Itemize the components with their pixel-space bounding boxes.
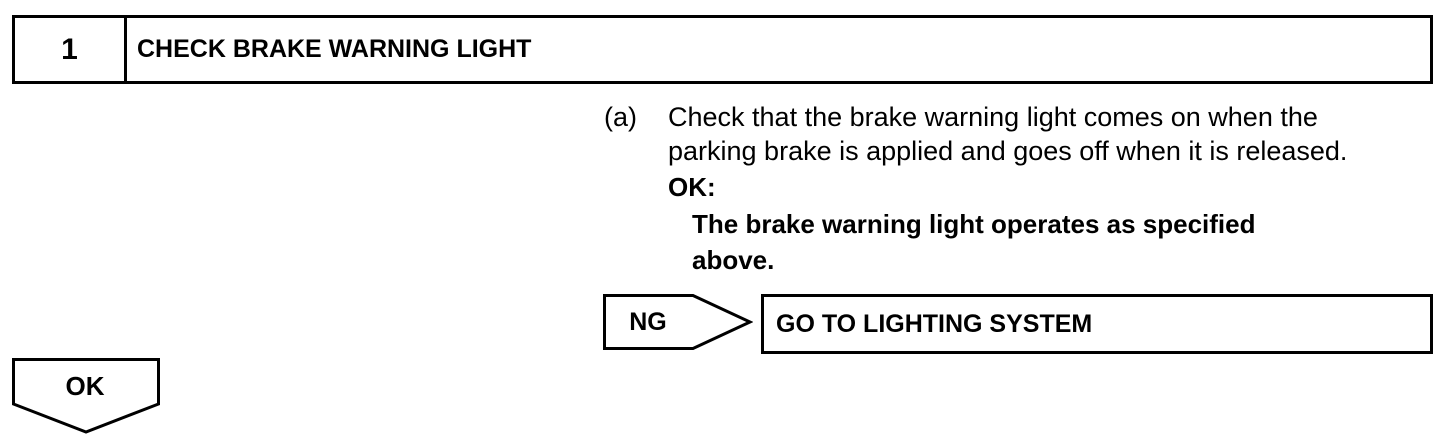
ok-spec-criteria: The brake warning light operates as spec… xyxy=(692,206,1392,278)
ok-tag-label: OK xyxy=(65,370,105,401)
instruction-line: Check that the brake warning light comes… xyxy=(668,102,1318,132)
step-number: 1 xyxy=(15,18,127,81)
step-title: CHECK BRAKE WARNING LIGHT xyxy=(137,35,532,63)
instruction-line: parking brake is applied and goes off wh… xyxy=(668,136,1348,166)
ok-down-arrow-icon xyxy=(12,358,160,434)
ng-tag-label: NG xyxy=(629,307,667,336)
ng-branch-tag[interactable]: NG xyxy=(603,294,753,350)
ok-branch-tag[interactable]: OK xyxy=(12,358,160,434)
instruction-label: (a) xyxy=(604,102,637,132)
ok-spec-line: The brake warning light operates as spec… xyxy=(692,209,1256,239)
instruction-text: Check that the brake warning light comes… xyxy=(668,100,1448,168)
ng-action-box[interactable]: GO TO LIGHTING SYSTEM xyxy=(761,294,1433,354)
ng-arrow-icon xyxy=(603,294,753,350)
step-header: 1 CHECK BRAKE WARNING LIGHT xyxy=(12,15,1433,84)
ok-spec-line: above. xyxy=(692,245,775,275)
ok-spec-heading: OK: xyxy=(668,172,716,202)
